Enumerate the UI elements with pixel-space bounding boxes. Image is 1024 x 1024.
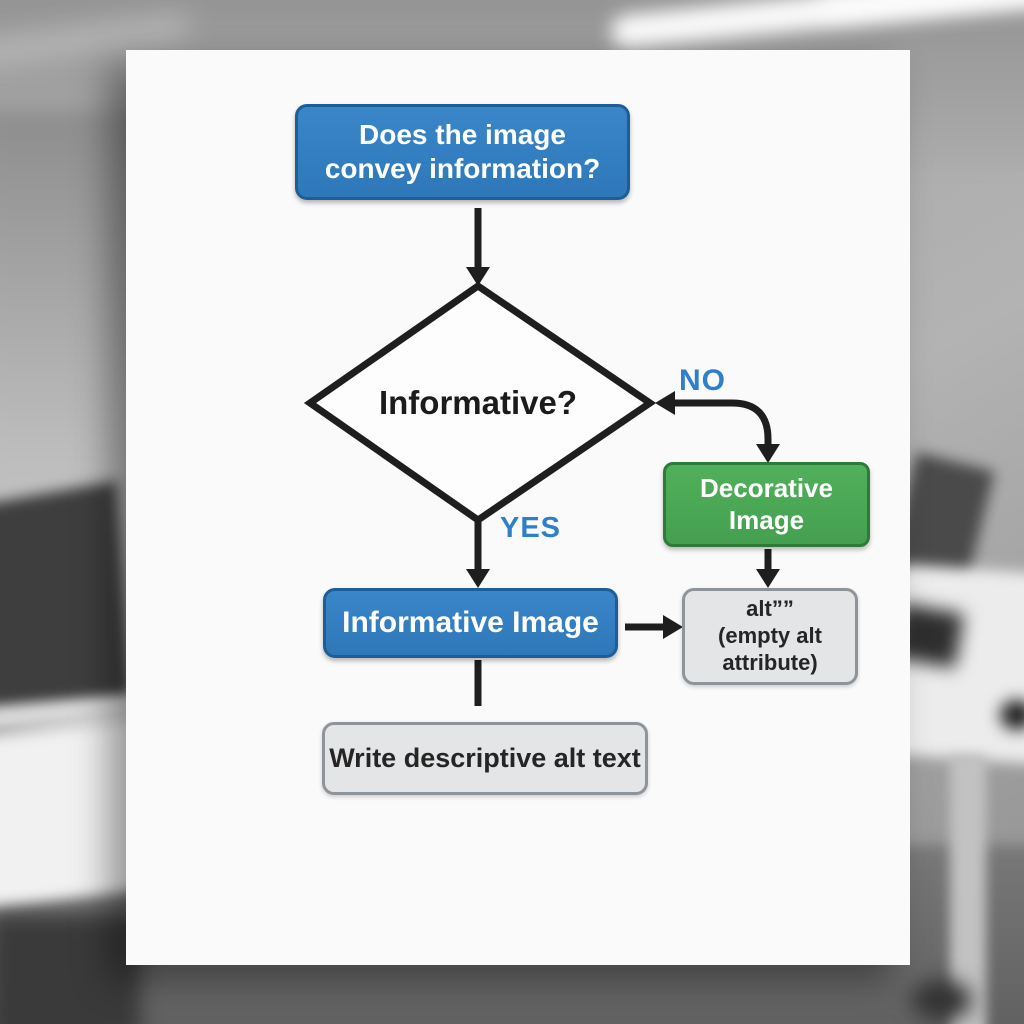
node-decorative-label: Decorative Image: [700, 472, 833, 535]
node-start-question: Does the image convey information?: [295, 104, 630, 200]
edge-label-no: NO: [679, 364, 726, 397]
node-empty-alt: alt”” (empty alt attribute): [682, 588, 858, 685]
arrowhead-down-icon: [756, 569, 780, 588]
node-decorative-image: Decorative Image: [663, 462, 870, 547]
node-write-alt-label: Write descriptive alt text: [329, 743, 641, 774]
desk-leg: [950, 755, 986, 1024]
node-start-label: Does the image convey information?: [324, 118, 601, 184]
desk-shadow: [0, 915, 140, 1024]
node-empty-alt-line1: alt””: [746, 596, 794, 622]
chair-wheel: [912, 980, 972, 1020]
node-write-alt-text: Write descriptive alt text: [322, 722, 648, 795]
arrowhead-right-icon: [663, 615, 683, 639]
edge-label-yes: YES: [500, 512, 562, 544]
node-informative-image: Informative Image: [323, 588, 618, 658]
chair-wheel: [1000, 700, 1024, 730]
flowchart-connectors: [303, 208, 780, 706]
edge-no-curve: [674, 399, 772, 446]
node-informative-label: Informative Image: [342, 605, 599, 639]
node-decision-label: Informative?: [378, 384, 578, 421]
flowchart-card: Does the image convey information? Infor…: [126, 50, 910, 965]
arrowhead-down-icon: [466, 569, 490, 588]
arrowhead-down-icon: [466, 267, 490, 286]
node-empty-alt-line2: (empty alt attribute): [718, 623, 822, 675]
arrowhead-left-icon: [655, 391, 675, 415]
decision-diamond: [303, 281, 657, 525]
arrowhead-down-icon: [756, 444, 780, 463]
